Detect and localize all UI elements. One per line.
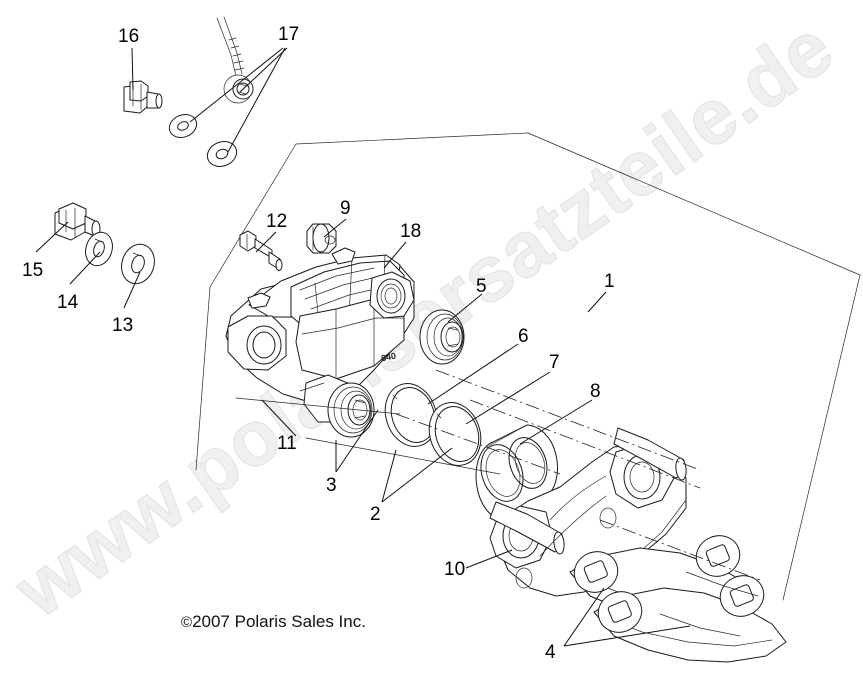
alignment-centerlines <box>235 369 761 581</box>
callout-6: 6 <box>518 326 529 347</box>
copyright-symbol: © <box>181 614 193 631</box>
callout-1: 1 <box>604 271 615 292</box>
dust-boots-3 <box>327 382 375 438</box>
washer-large-13 <box>121 243 155 285</box>
callout-11: 11 <box>277 433 297 454</box>
callout-10: 10 <box>444 559 466 580</box>
callout-12: 12 <box>266 211 288 232</box>
dust-boot-5 <box>419 309 465 365</box>
leader-lines <box>35 47 691 647</box>
mounting-bolt-15 <box>54 202 101 241</box>
callout-2: 2 <box>370 504 381 525</box>
callout-9: 9 <box>340 198 351 219</box>
bleeder-cap-9 <box>306 223 337 254</box>
callout-3: 3 <box>326 475 337 496</box>
sealing-washers-17 <box>168 16 254 167</box>
callout-14: 14 <box>57 292 79 313</box>
caliper-bracket-10 <box>489 427 687 597</box>
bleeder-screw-12 <box>239 230 283 271</box>
callout-17: 17 <box>278 24 300 45</box>
piston-seals-2 <box>384 383 482 466</box>
washer-small-14 <box>85 231 113 267</box>
brake-pads-4 <box>569 535 787 663</box>
callout-5: 5 <box>476 276 487 297</box>
assembly-boundary-1 <box>195 132 861 601</box>
callout-7: 7 <box>549 352 560 373</box>
callout-13: 13 <box>112 315 134 336</box>
callout-15: 15 <box>22 260 44 281</box>
callout-8: 8 <box>590 381 601 402</box>
callout-16: 16 <box>118 26 140 47</box>
copyright-text: 2007 Polaris Sales Inc. <box>192 612 366 631</box>
banjo-bolt-16 <box>123 80 163 114</box>
copyright-notice: ©2007 Polaris Sales Inc. <box>181 612 366 632</box>
callout-18: 18 <box>400 221 422 242</box>
callout-4: 4 <box>545 642 556 663</box>
caliper-body-18 <box>225 247 415 423</box>
